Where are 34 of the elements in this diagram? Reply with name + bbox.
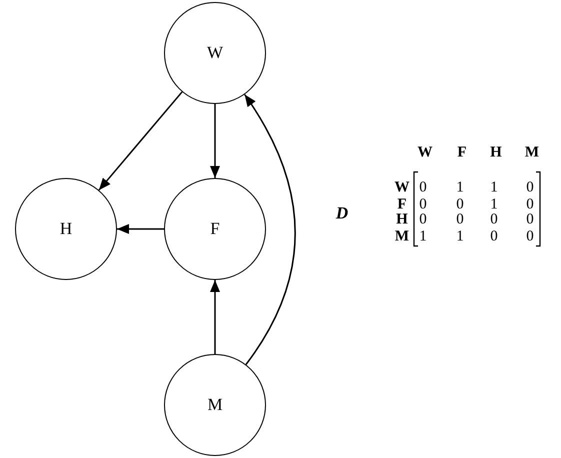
matrix-header: F	[397, 198, 407, 212]
matrix-header: W	[394, 180, 410, 196]
matrix-entry: 1	[456, 180, 464, 196]
matrix-header: M	[524, 146, 540, 160]
matrix-entry: 0	[456, 198, 464, 212]
matrix-header: W	[418, 146, 432, 160]
matrix-entry: 1	[419, 230, 427, 244]
matrix-entry: 0	[419, 212, 427, 228]
node-label: W	[206, 43, 224, 63]
matrix-entry: 0	[526, 230, 534, 244]
matrix-header: H	[490, 146, 502, 160]
arrow	[117, 224, 164, 234]
matrix-entry: 1	[456, 230, 464, 244]
matrix-entry: 0	[490, 212, 498, 228]
node-label: F	[210, 219, 220, 239]
arrow	[98, 91, 183, 191]
matrix-header: M	[394, 230, 410, 244]
matrix-entry: 0	[526, 212, 534, 228]
matrix-entry: 0	[419, 180, 427, 196]
matrix-entry: 1	[490, 198, 498, 212]
node-label: M	[207, 395, 223, 415]
node-label: H	[60, 219, 72, 239]
arrow	[210, 104, 220, 178]
arrow	[244, 94, 296, 365]
matrix-header: H	[396, 212, 408, 228]
matrix-entry: 0	[419, 198, 427, 212]
matrix-entry: 0	[490, 230, 498, 244]
matrix-header: F	[457, 146, 467, 160]
matrix-symbol: D	[336, 204, 348, 222]
matrix-entry: 1	[490, 180, 498, 196]
arrow	[210, 280, 220, 354]
matrix-entry: 0	[526, 180, 534, 196]
matrix-entry: 0	[456, 212, 464, 228]
matrix-entry: 0	[526, 198, 534, 212]
